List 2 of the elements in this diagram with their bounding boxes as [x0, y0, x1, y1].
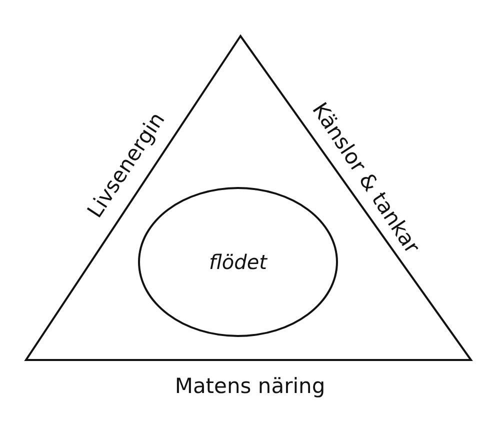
ellipse-text: flödet [209, 250, 267, 274]
side-label: Matens näring [174, 374, 326, 398]
